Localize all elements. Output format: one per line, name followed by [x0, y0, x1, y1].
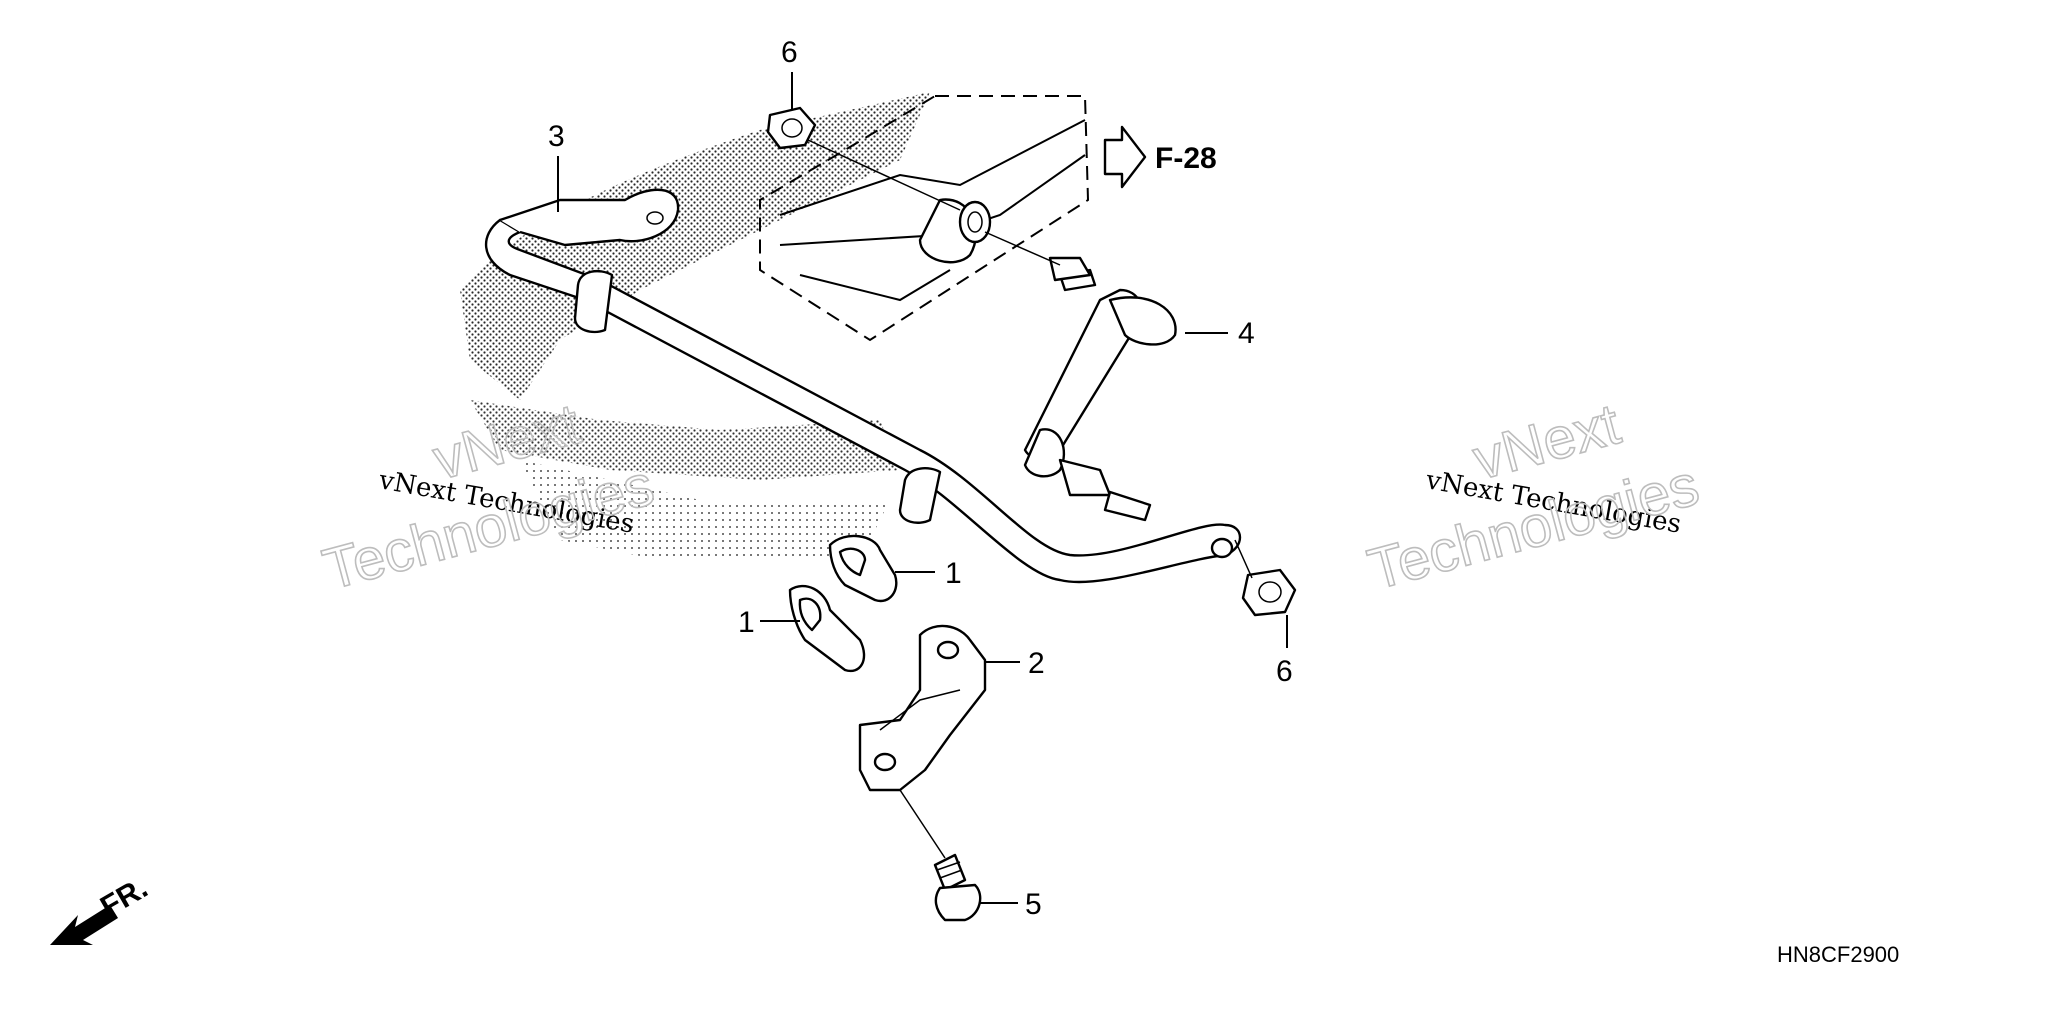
frame-bracket [759, 95, 1090, 342]
figure-code: HN8CF2900 [1777, 942, 1899, 967]
stabilizer-link [1023, 256, 1177, 522]
reference-label: F-28 [1155, 142, 1217, 175]
reference-arrow-icon [1103, 125, 1147, 189]
callout-6-top: 6 [781, 36, 798, 110]
callout-4: 4 [1185, 317, 1255, 350]
callout-4-label: 4 [1238, 317, 1255, 350]
callout-6-right-label: 6 [1276, 655, 1293, 688]
front-direction-arrow-icon [50, 905, 118, 945]
bushing-lower [788, 584, 866, 673]
callout-3: 3 [548, 120, 565, 212]
callout-5: 5 [980, 888, 1042, 921]
flange-nut-top [766, 106, 817, 150]
callout-2-label: 2 [1028, 647, 1045, 680]
holder-bracket [858, 624, 987, 792]
flange-bolt [933, 853, 982, 922]
callout-6-top-label: 6 [781, 36, 798, 69]
flange-nut-right [1241, 568, 1297, 617]
assembly-guide-lines [807, 139, 1253, 859]
callout-5-label: 5 [1025, 888, 1042, 921]
callout-1-lower-label: 1 [738, 606, 755, 639]
stabilizer-bar [485, 188, 1242, 584]
callout-1-lower: 1 [738, 606, 800, 639]
callout-1-upper-label: 1 [945, 557, 962, 590]
bushing-upper [828, 534, 898, 603]
watermark-right: vNext Technologies vNext Technologies [1361, 391, 1706, 604]
callout-3-label: 3 [548, 120, 565, 153]
callout-1-upper: 1 [895, 557, 962, 590]
callout-6-right: 6 [1276, 615, 1293, 688]
callout-2: 2 [985, 647, 1045, 680]
